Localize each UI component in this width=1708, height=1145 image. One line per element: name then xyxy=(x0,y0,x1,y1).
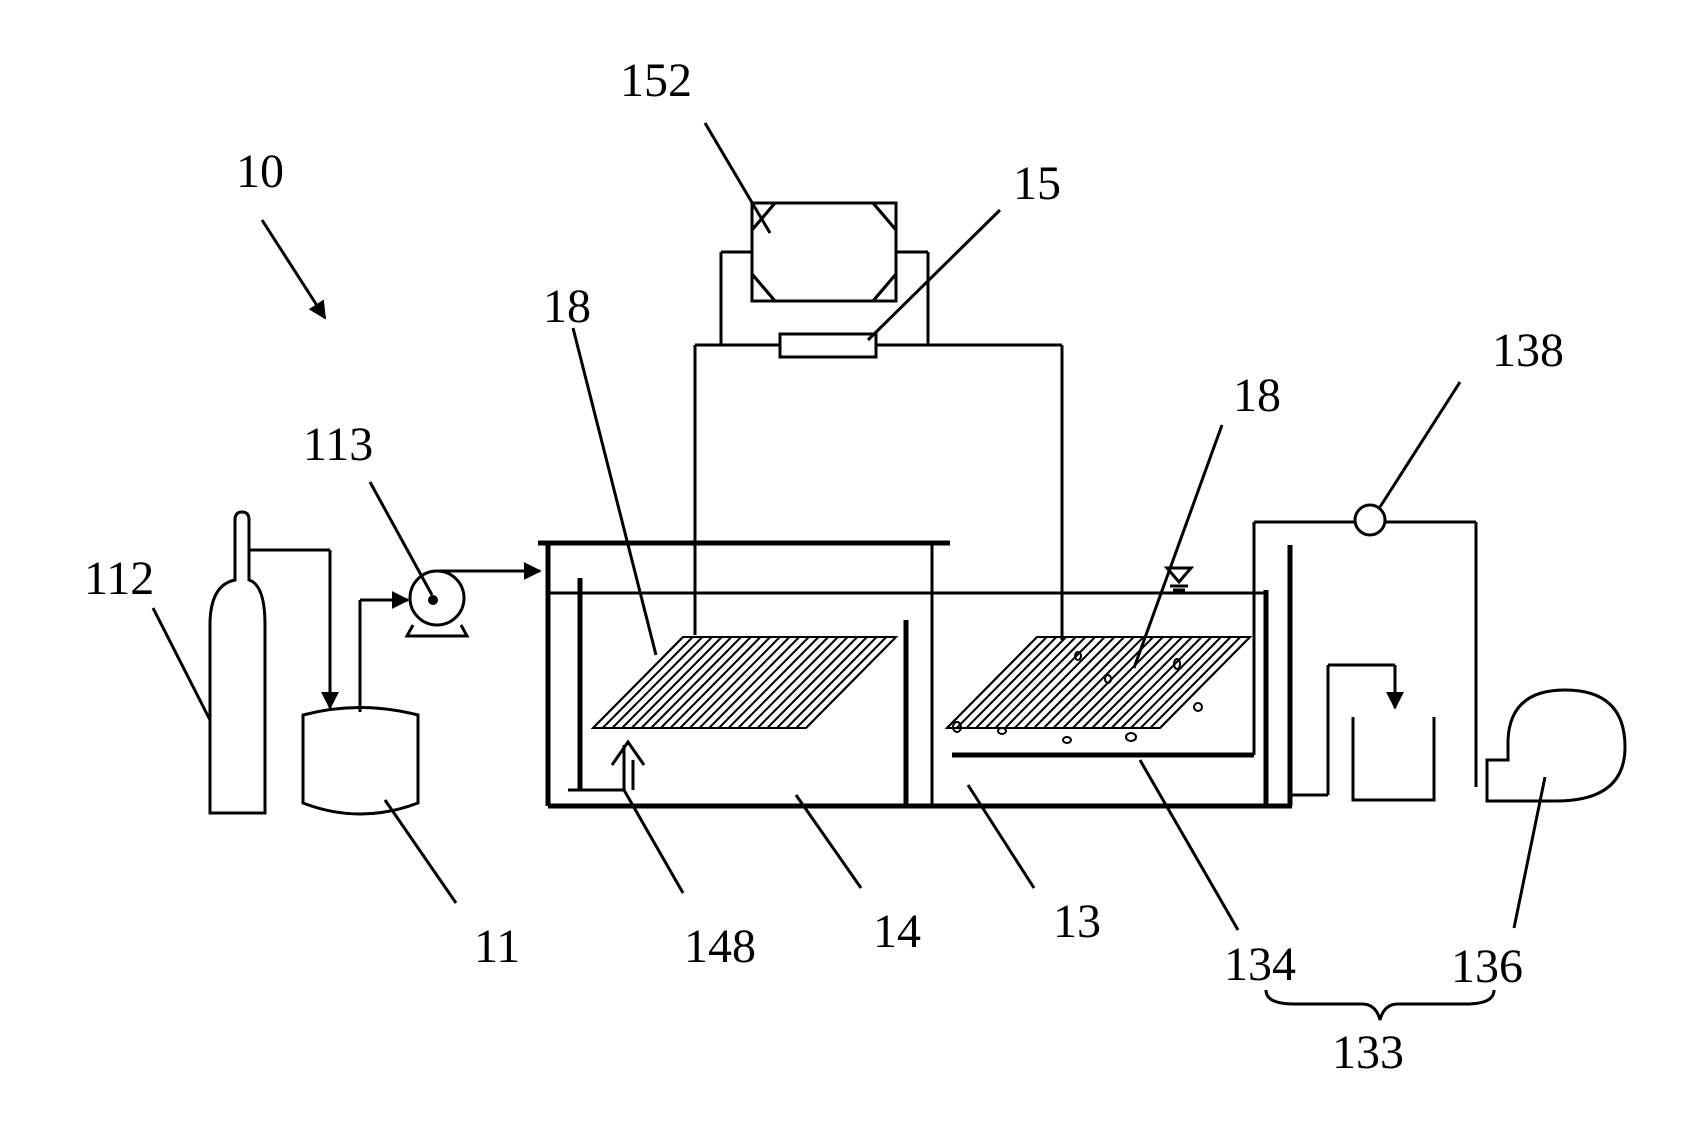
electrode-plate xyxy=(776,636,868,729)
electrode-plate xyxy=(601,636,694,729)
electrode-plate xyxy=(689,636,781,729)
electrode-plate xyxy=(785,636,878,729)
electrode-plate xyxy=(640,636,733,729)
inlet-148 xyxy=(568,739,646,792)
power-supply-152 xyxy=(719,201,930,345)
electrode-plate xyxy=(1023,636,1116,729)
electrode-plate xyxy=(1004,636,1096,729)
pump-113 xyxy=(404,562,542,638)
label-11: 11 xyxy=(474,920,520,973)
label-14: 14 xyxy=(873,905,921,958)
label-10: 10 xyxy=(236,145,284,198)
air-line-138 xyxy=(1252,503,1478,787)
arrow-10 xyxy=(260,219,327,320)
electrode-plate xyxy=(795,636,888,729)
label-133: 133 xyxy=(1332,1026,1404,1079)
electrode-plate xyxy=(756,636,849,729)
electrode-plate xyxy=(611,636,704,729)
blower-136 xyxy=(1485,688,1627,803)
electrode-plate xyxy=(766,636,858,729)
bubbles xyxy=(952,651,1203,744)
label-148: 148 xyxy=(684,920,756,973)
label-112: 112 xyxy=(84,552,154,605)
electrode-plate xyxy=(805,636,897,729)
label-15: 15 xyxy=(1013,157,1061,210)
electrode-18-right xyxy=(944,636,1253,729)
electrode-plate xyxy=(985,636,1077,729)
electrode-plate xyxy=(747,636,839,729)
electrode-plate xyxy=(1072,636,1164,729)
electrode-plate xyxy=(946,636,1038,729)
electrode-plate xyxy=(994,636,1087,729)
electrode-plate xyxy=(631,636,723,729)
label-18-right: 18 xyxy=(1233,369,1281,422)
reservoir-11 xyxy=(301,591,420,816)
electrode-plate xyxy=(669,636,762,729)
label-13: 13 xyxy=(1053,895,1101,948)
electrode-plate xyxy=(698,636,791,729)
label-18-left: 18 xyxy=(543,280,591,333)
electrode-plate xyxy=(1101,636,1193,729)
electrode-plate xyxy=(1081,636,1174,729)
electrode-plate xyxy=(1091,636,1183,729)
electrode-plate xyxy=(650,636,742,729)
leader-lines xyxy=(151,122,1547,1021)
label-138: 138 xyxy=(1492,324,1564,377)
electrode-plate xyxy=(1033,636,1125,729)
electrode-plate xyxy=(955,636,1048,729)
electrode-plate xyxy=(592,636,684,729)
label-136: 136 xyxy=(1451,940,1523,993)
gas-cylinder-112 xyxy=(208,510,339,815)
electrode-plate xyxy=(660,636,752,729)
electrode-plate xyxy=(1014,636,1106,729)
controller-15 xyxy=(693,332,1064,640)
electrode-plate xyxy=(737,636,829,729)
electrode-plate xyxy=(1139,636,1232,729)
electrode-plate xyxy=(1149,636,1242,729)
electrode-plate xyxy=(1043,636,1135,729)
electrode-plate xyxy=(1052,636,1145,729)
electrode-plate xyxy=(1159,636,1251,729)
collector-vessel xyxy=(1326,663,1436,802)
electrode-plate xyxy=(708,636,800,729)
label-113: 113 xyxy=(303,418,373,471)
electrode-plate xyxy=(1120,636,1212,729)
label-152: 152 xyxy=(620,54,692,107)
electrode-plate xyxy=(621,636,713,729)
label-134: 134 xyxy=(1224,938,1296,991)
electrode-plate xyxy=(1110,636,1203,729)
main-tank xyxy=(538,540,1328,809)
electrode-plate xyxy=(727,636,820,729)
electrode-18-left xyxy=(590,636,899,729)
electrode-plate xyxy=(679,636,771,729)
electrode-plate xyxy=(975,636,1067,729)
electrode-plate xyxy=(1130,636,1222,729)
electrode-plate xyxy=(718,636,810,729)
electrode-plate xyxy=(965,636,1058,729)
